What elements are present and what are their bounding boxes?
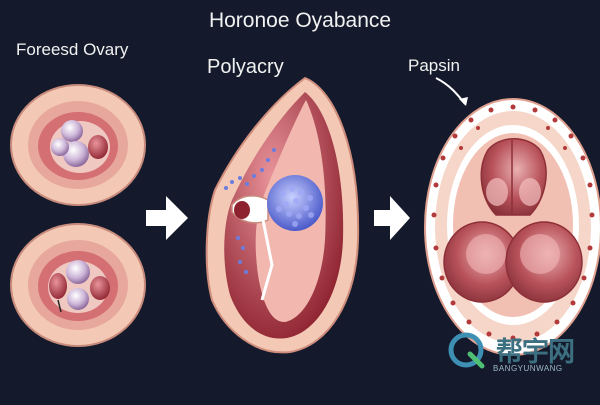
cluster-texture bbox=[276, 186, 314, 227]
right-structure bbox=[424, 98, 600, 356]
ovary-bottom bbox=[10, 223, 146, 347]
arrow-right-icon bbox=[146, 196, 188, 240]
ovary-top bbox=[10, 84, 146, 206]
pointer-tick bbox=[57, 299, 62, 313]
middle-structure bbox=[205, 76, 360, 354]
right-label: Papsin bbox=[408, 56, 460, 75]
corpus-shape bbox=[90, 276, 110, 300]
middle-label: Polyacry bbox=[207, 56, 284, 78]
watermark-logo-icon bbox=[448, 332, 485, 369]
arrow-right-icon bbox=[374, 196, 410, 240]
scattered-dots bbox=[224, 148, 276, 274]
follicle-shape bbox=[66, 260, 90, 284]
corpus-shape bbox=[49, 273, 67, 299]
follicle-shape bbox=[63, 141, 89, 167]
watermark-brand: 帮宇网 bbox=[496, 337, 575, 368]
left-label: Foreesd Ovary bbox=[16, 40, 129, 59]
pointer-arrowhead-icon bbox=[459, 97, 468, 106]
follicle-shape bbox=[61, 120, 83, 142]
dot-ring bbox=[431, 104, 595, 341]
watermark-text: BANGYUNWANG bbox=[493, 364, 563, 373]
follicle-shape bbox=[51, 138, 69, 156]
diagram-title: Horonoe Oyabance bbox=[208, 9, 392, 32]
follicle-shape bbox=[67, 288, 89, 310]
corpus-shape bbox=[88, 135, 108, 159]
